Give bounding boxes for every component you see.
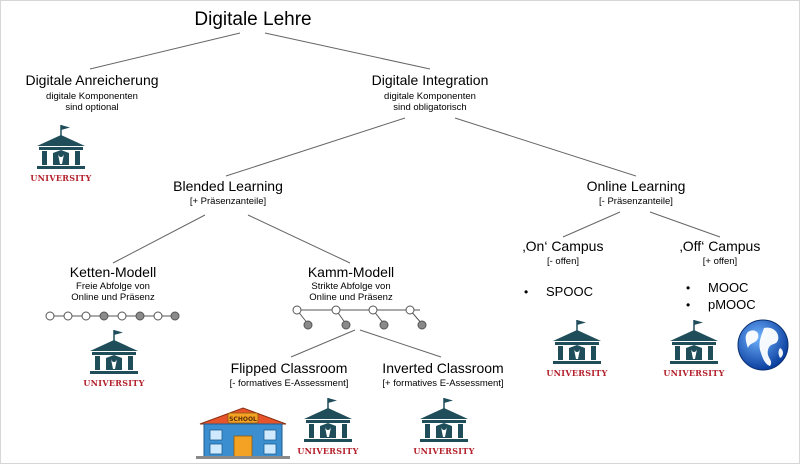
connector-blended-kamm [247, 214, 351, 264]
node-title: Inverted Classroom [382, 360, 504, 376]
university-icon-label: UNIVERSITY [83, 378, 144, 388]
connector-kamm-inverted [359, 329, 442, 358]
university-icon: UNIVERSITY [413, 397, 474, 456]
node-online-learning: Online Learning [- Präsenzanteile] [587, 178, 686, 208]
connector-root-anreicherung [89, 32, 241, 70]
node-subtitle: [- offen] [546, 256, 580, 268]
node-digitale-integration: Digitale Integration digitale Komponente… [372, 72, 489, 114]
university-icon-label: UNIVERSITY [297, 446, 358, 456]
node-subtitle: Strikte Abfolge von [311, 281, 391, 293]
node-title: ‚On‘ Campus [522, 238, 604, 254]
connector-online-oncampus [562, 211, 621, 238]
university-icon-label: UNIVERSITY [546, 368, 607, 378]
node-kamm-modell: Kamm-Modell Strikte Abfolge von Online u… [308, 264, 394, 304]
university-icon: UNIVERSITY [83, 329, 144, 388]
root-title: Digitale Lehre [194, 9, 312, 30]
node-subtitle: Freie Abfolge von [76, 281, 150, 293]
node-title: Digitale Integration [371, 72, 489, 88]
node-ketten-modell: Ketten-Modell Freie Abfolge von Online u… [70, 264, 156, 304]
list-item-label: SPOOC [546, 284, 593, 299]
school-icon-label: SCHOOL [229, 416, 257, 423]
comb-model-graphic [292, 305, 427, 330]
node-title: Flipped Classroom [230, 360, 348, 376]
node-title: ‚Off‘ Campus [679, 238, 761, 254]
node-subtitle: [+ formatives E-Assessment] [382, 378, 504, 390]
node-subtitle: [- formatives E-Assessment] [229, 378, 349, 390]
node-subtitle: [+ offen] [702, 256, 738, 268]
node-digitale-anreicherung: Digitale Anreicherung digitale Komponent… [25, 72, 158, 114]
list-item: • SPOOC [524, 284, 593, 299]
node-flipped-classroom: Flipped Classroom [- formatives E-Assess… [230, 360, 349, 390]
node-title: Ketten-Modell [69, 264, 157, 280]
node-title: Blended Learning [173, 178, 283, 194]
node-blended-learning: Blended Learning [+ Präsenzanteile] [173, 178, 283, 208]
bullet: • [686, 281, 691, 295]
connector-blended-ketten [112, 214, 206, 264]
bullet: • [686, 298, 691, 312]
node-subtitle: Online und Präsenz [71, 292, 155, 304]
node-subtitle: [- Präsenzanteile] [599, 196, 673, 208]
globe-icon [737, 319, 789, 371]
connector-integration-online [454, 117, 637, 177]
node-subtitle: sind optional [65, 102, 119, 114]
list-item-label: pMOOC [708, 297, 756, 312]
university-icon: UNIVERSITY [297, 397, 358, 456]
node-subtitle: sind obligatorisch [393, 102, 467, 114]
university-icon: UNIVERSITY [663, 319, 724, 378]
list-item-label: MOOC [708, 280, 749, 295]
connector-integration-blended [225, 117, 406, 177]
node-title: Digitale Anreicherung [25, 72, 159, 88]
university-icon: UNIVERSITY [30, 124, 91, 183]
university-icon: UNIVERSITY [546, 319, 607, 378]
connector-online-offcampus [649, 211, 721, 238]
node-off-campus: ‚Off‘ Campus [+ offen] [680, 238, 761, 268]
node-subtitle: Online und Präsenz [309, 292, 393, 304]
list-item: • pMOOC [686, 297, 756, 312]
connector-kamm-flipped [290, 329, 356, 358]
node-title: Online Learning [586, 178, 686, 194]
university-icon-label: UNIVERSITY [30, 173, 91, 183]
node-on-campus: ‚On‘ Campus [- offen] [523, 238, 604, 268]
node-inverted-classroom: Inverted Classroom [+ formatives E-Asses… [382, 360, 503, 390]
list-item: • MOOC [686, 280, 748, 295]
bullet: • [524, 285, 529, 299]
connector-root-integration [264, 32, 431, 70]
university-icon-label: UNIVERSITY [413, 446, 474, 456]
node-subtitle: digitale Komponenten [46, 91, 138, 103]
node-subtitle: digitale Komponenten [384, 91, 476, 103]
university-icon-label: UNIVERSITY [663, 368, 724, 378]
node-subtitle: [+ Präsenzanteile] [189, 196, 267, 208]
school-icon: SCHOOL [196, 407, 290, 459]
chain-model-graphic [45, 311, 180, 321]
node-title: Kamm-Modell [307, 264, 395, 280]
